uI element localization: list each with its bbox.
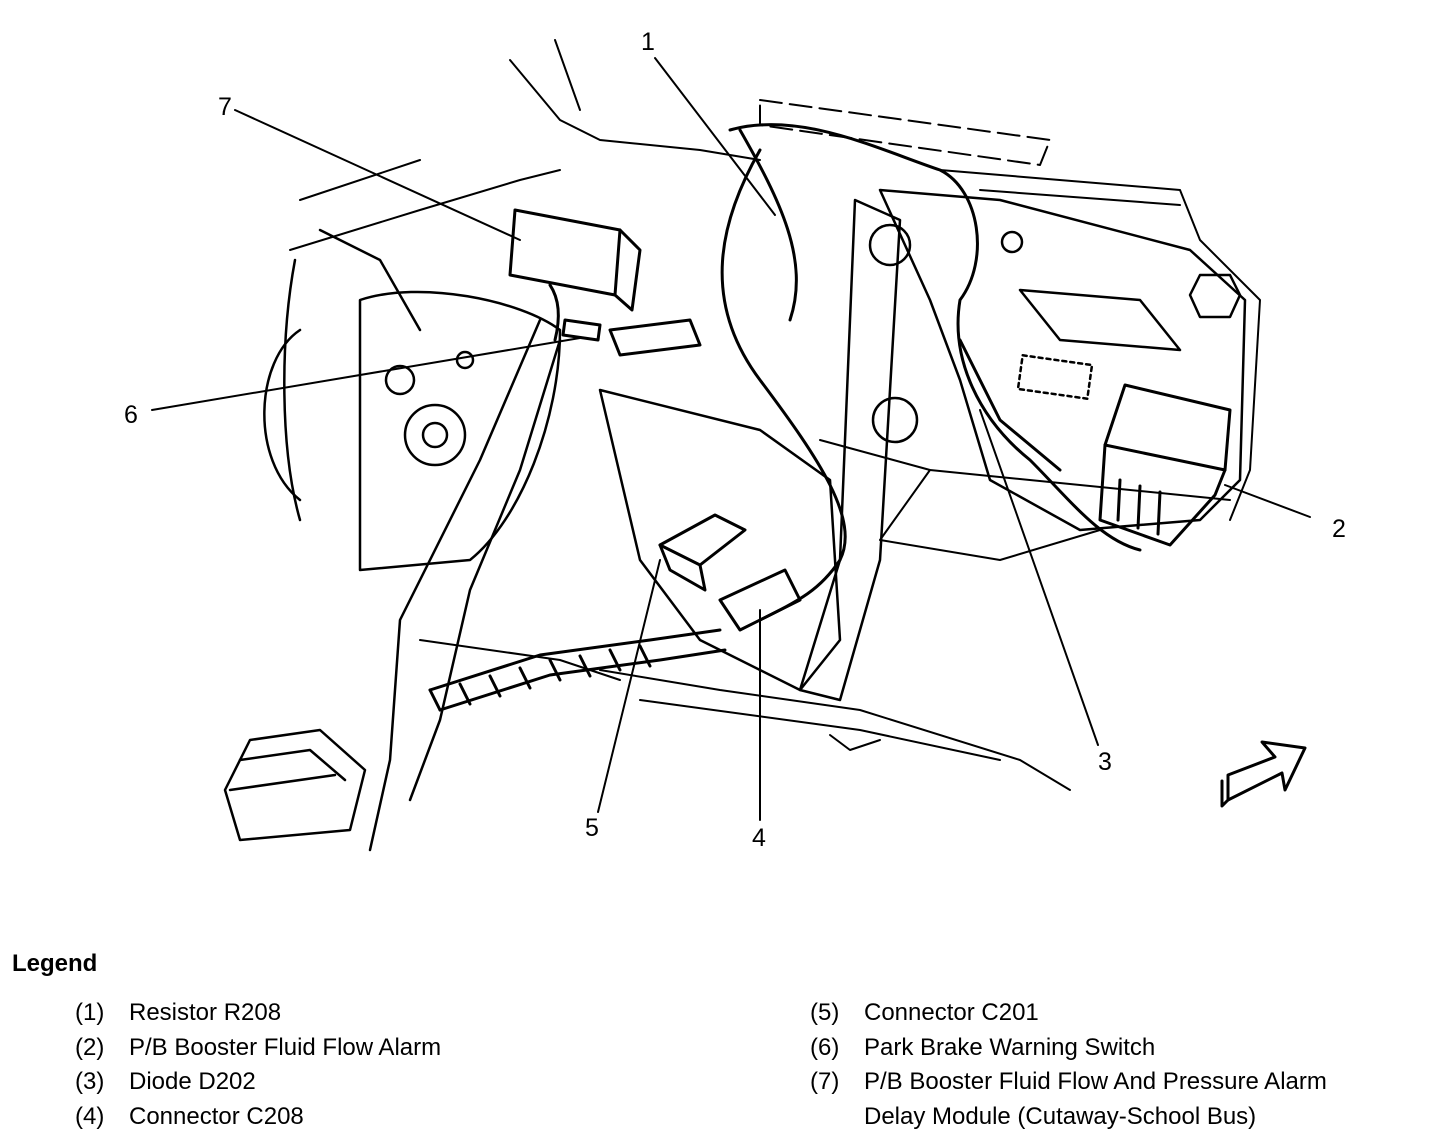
legend-item: (2) P/B Booster Fluid Flow Alarm xyxy=(75,1031,441,1066)
mounting-plate xyxy=(878,188,1247,532)
legend-title: Legend xyxy=(12,950,98,977)
line-drawing xyxy=(151,39,1311,852)
legend-item: (3) Diode D202 xyxy=(75,1065,441,1100)
callout-5: 5 xyxy=(585,814,599,842)
legend-item: (4) Connector C208 xyxy=(75,1100,441,1135)
booster-housing xyxy=(263,228,562,572)
legend-item: (5) Connector C201 xyxy=(810,996,1327,1031)
fluid-flow-alarm xyxy=(1098,383,1232,547)
legend-item: (1) Resistor R208 xyxy=(75,996,441,1031)
brake-pedal xyxy=(223,318,562,852)
legend-item: (7) P/B Booster Fluid Flow And Pressure … xyxy=(810,1065,1327,1134)
direction-arrow-icon xyxy=(1220,740,1307,808)
callout-3: 3 xyxy=(1098,748,1112,776)
leader-lines xyxy=(151,57,1311,821)
delay-module xyxy=(508,208,642,312)
legend-text: P/B Booster Fluid Flow Alarm xyxy=(129,1033,442,1061)
callout-6: 6 xyxy=(124,401,138,429)
legend-text: Connector C201 xyxy=(864,999,1039,1026)
park-brake-rod xyxy=(598,198,919,702)
warning-switch xyxy=(548,283,602,342)
legend-column-right: (5) Connector C201 (6) Park Brake Warnin… xyxy=(810,996,1327,1134)
callout-2: 2 xyxy=(1332,515,1346,543)
legend-key: (3) xyxy=(75,1068,105,1095)
legend-text: Diode D202 xyxy=(129,1068,256,1095)
legend-key: (1) xyxy=(75,999,105,1026)
legend-key: (2) xyxy=(75,1033,105,1061)
wiring-harness xyxy=(428,123,1142,712)
legend-column-left: (1) Resistor R208 (2) P/B Booster Fluid … xyxy=(75,996,441,1134)
body-structure xyxy=(289,39,1261,791)
brake-pedal-assembly-diagram: 1 2 3 4 5 6 7 xyxy=(124,28,1346,852)
legend-item: (6) Park Brake Warning Switch xyxy=(810,1031,1327,1066)
legend-key: (4) xyxy=(75,1102,105,1130)
callout-1: 1 xyxy=(641,28,655,56)
callout-7: 7 xyxy=(218,93,232,121)
legend-text: Resistor R208 xyxy=(129,999,282,1026)
legend-text: Park Brake Warning Switch xyxy=(864,1033,1156,1061)
legend-text: P/B Booster Fluid Flow And Pressure Alar… xyxy=(864,1068,1327,1130)
legend-key: (7) xyxy=(810,1068,840,1095)
callout-4: 4 xyxy=(752,824,766,852)
diode xyxy=(958,338,1062,472)
connectors xyxy=(658,513,802,632)
legend-text: Connector C208 xyxy=(129,1102,304,1130)
legend: Legend (1) Resistor R208 (2) P/B Booster… xyxy=(0,940,1440,1136)
legend-key: (6) xyxy=(810,1033,840,1061)
legend-key: (5) xyxy=(810,999,840,1026)
